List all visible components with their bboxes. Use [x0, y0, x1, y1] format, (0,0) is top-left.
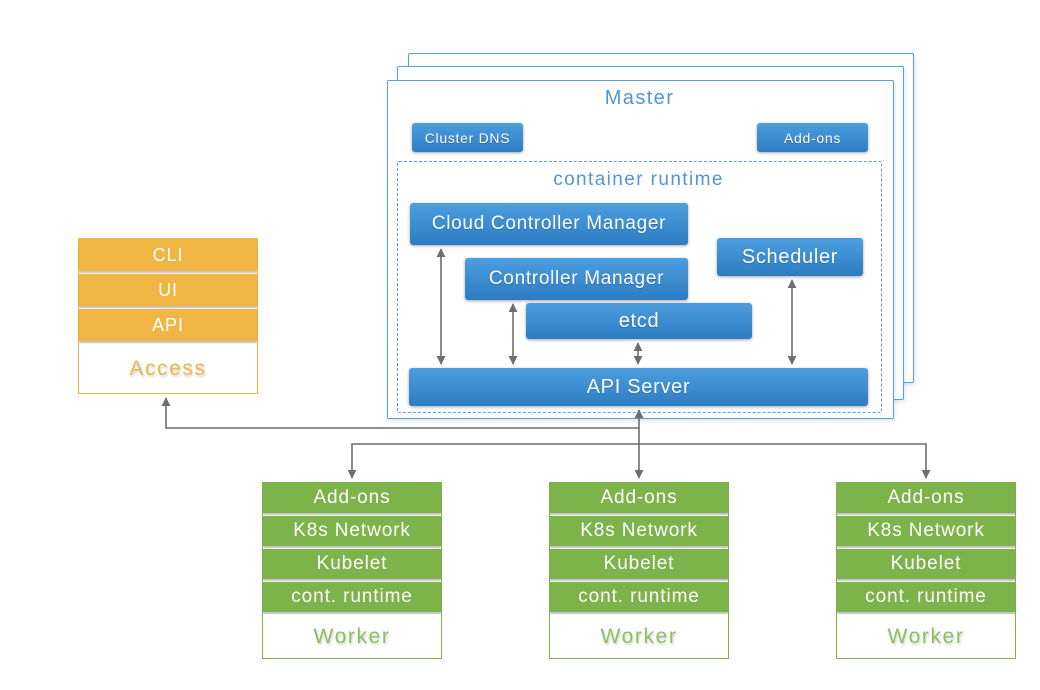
worker3-item-cont-runtime: cont. runtime [837, 582, 1015, 612]
worker-node-2: Add-ons K8s Network Kubelet cont. runtim… [549, 482, 729, 659]
worker3-label: Worker [887, 624, 965, 648]
controller-manager-box: Controller Manager [465, 258, 688, 300]
access-item-cli: CLI [79, 239, 257, 271]
worker3-item-kubelet: Kubelet [837, 549, 1015, 579]
worker2-item-kubelet: Kubelet [550, 549, 728, 579]
container-runtime-label: container runtime [553, 169, 724, 190]
worker2-item-k8s-network: K8s Network [550, 516, 728, 546]
scheduler-box: Scheduler [717, 238, 863, 276]
etcd-box: etcd [526, 303, 752, 339]
worker2-item-addons: Add-ons [550, 483, 728, 513]
worker1-item-k8s-network: K8s Network [263, 516, 441, 546]
worker2-label: Worker [600, 624, 678, 648]
worker1-label: Worker [313, 624, 391, 648]
worker3-item-k8s-network: K8s Network [837, 516, 1015, 546]
worker1-item-cont-runtime: cont. runtime [263, 582, 441, 612]
access-item-ui: UI [79, 274, 257, 306]
access-label: Access [129, 356, 207, 380]
worker-node-1: Add-ons K8s Network Kubelet cont. runtim… [262, 482, 442, 659]
worker3-item-addons: Add-ons [837, 483, 1015, 513]
master-addons-box: Add-ons [757, 123, 868, 152]
worker1-item-kubelet: Kubelet [263, 549, 441, 579]
api-server-box: API Server [409, 368, 868, 406]
arrow-apiserver-worker1-worker3 [347, 443, 931, 479]
worker1-item-addons: Add-ons [263, 483, 441, 513]
master-title: Master [604, 87, 675, 109]
worker-node-3: Add-ons K8s Network Kubelet cont. runtim… [836, 482, 1016, 659]
worker2-item-cont-runtime: cont. runtime [550, 582, 728, 612]
cloud-controller-manager-box: Cloud Controller Manager [410, 203, 688, 245]
access-item-api: API [79, 309, 257, 341]
cluster-dns-box: Cluster DNS [412, 123, 523, 152]
access-stack: CLI UI API Access [78, 238, 258, 394]
